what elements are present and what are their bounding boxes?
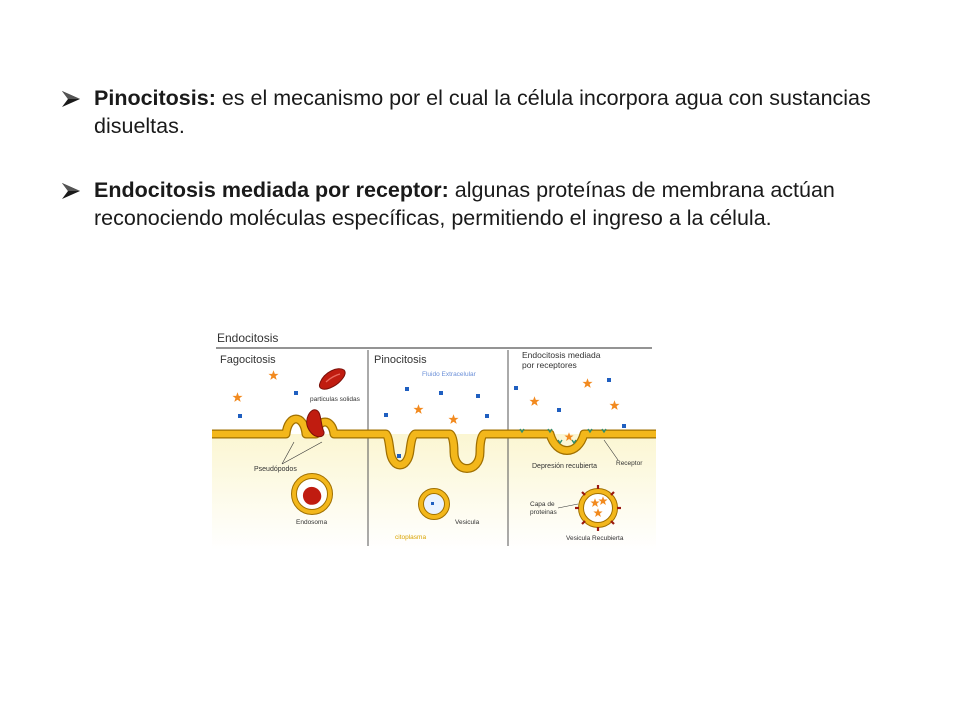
diagram-title: Endocitosis: [217, 331, 278, 345]
bullet-term: Endocitosis mediada por receptor:: [94, 178, 449, 202]
endocitosis-diagram: Endocitosis Fagocitosis Pinocitosis Endo…: [212, 328, 656, 550]
cytoplasm-label: citoplasma: [395, 534, 426, 541]
bullet-pinocitosis: Pinocitosis: es el mecanismo por el cual…: [60, 84, 900, 140]
plasma-membrane: [212, 415, 656, 472]
fluid-label: Fluido Extracelular: [422, 371, 477, 378]
section-pinocitosis: Pinocitosis: [374, 354, 427, 366]
receptor-pointer: [603, 439, 619, 461]
receptor-icon: [519, 428, 607, 445]
arrow-bullet-icon: [62, 183, 80, 199]
coated-vesicle-label: Vesicula Recubierta: [566, 535, 624, 542]
coated-pit-label: Depresión recubierta: [532, 463, 597, 470]
pseudopod-pointer: [281, 441, 295, 465]
pseudopods-label: Pseudópodos: [254, 466, 297, 473]
bullet-description: es el mecanismo por el cual la célula in…: [94, 86, 871, 138]
section-receptor-line1: Endocitosis mediada: [522, 350, 601, 360]
endosome-label: Endosoma: [296, 519, 327, 526]
bullet-description: algunas proteínas de membrana actúan rec…: [94, 178, 835, 230]
particles-label: particulas solidas: [310, 396, 361, 403]
extracellular-molecule-icons: [238, 378, 626, 458]
bullet-term: Pinocitosis:: [94, 86, 216, 110]
section-receptor-line2: por receptores: [522, 360, 577, 370]
bullet-text: Endocitosis mediada por receptor: alguna…: [94, 176, 900, 232]
bullet-list: Pinocitosis: es el mecanismo por el cual…: [60, 84, 900, 268]
receptor-label: Receptor: [616, 460, 643, 467]
bullet-text: Pinocitosis: es el mecanismo por el cual…: [94, 84, 900, 140]
engulfed-particle-icon: [306, 409, 325, 438]
solid-particle-icon: [319, 368, 346, 390]
endosome: [291, 473, 333, 515]
arrow-bullet-icon: [62, 91, 80, 107]
section-fagocitosis: Fagocitosis: [220, 354, 276, 366]
protein-coat-pointer: [557, 503, 579, 509]
pseudopod-pointer: [281, 441, 323, 465]
bullet-endocitosis-receptor: Endocitosis mediada por receptor: alguna…: [60, 176, 900, 232]
protein-coat-label-line1: Capa de: [530, 501, 555, 508]
endocitosis-diagram-svg: Endocitosis Fagocitosis Pinocitosis Endo…: [212, 331, 656, 550]
protein-coat-label-line2: proteinas: [530, 509, 557, 516]
coated-vesicle: [575, 485, 621, 531]
vesicle: [418, 488, 450, 520]
vesicle-label: Vesicula: [455, 519, 480, 526]
